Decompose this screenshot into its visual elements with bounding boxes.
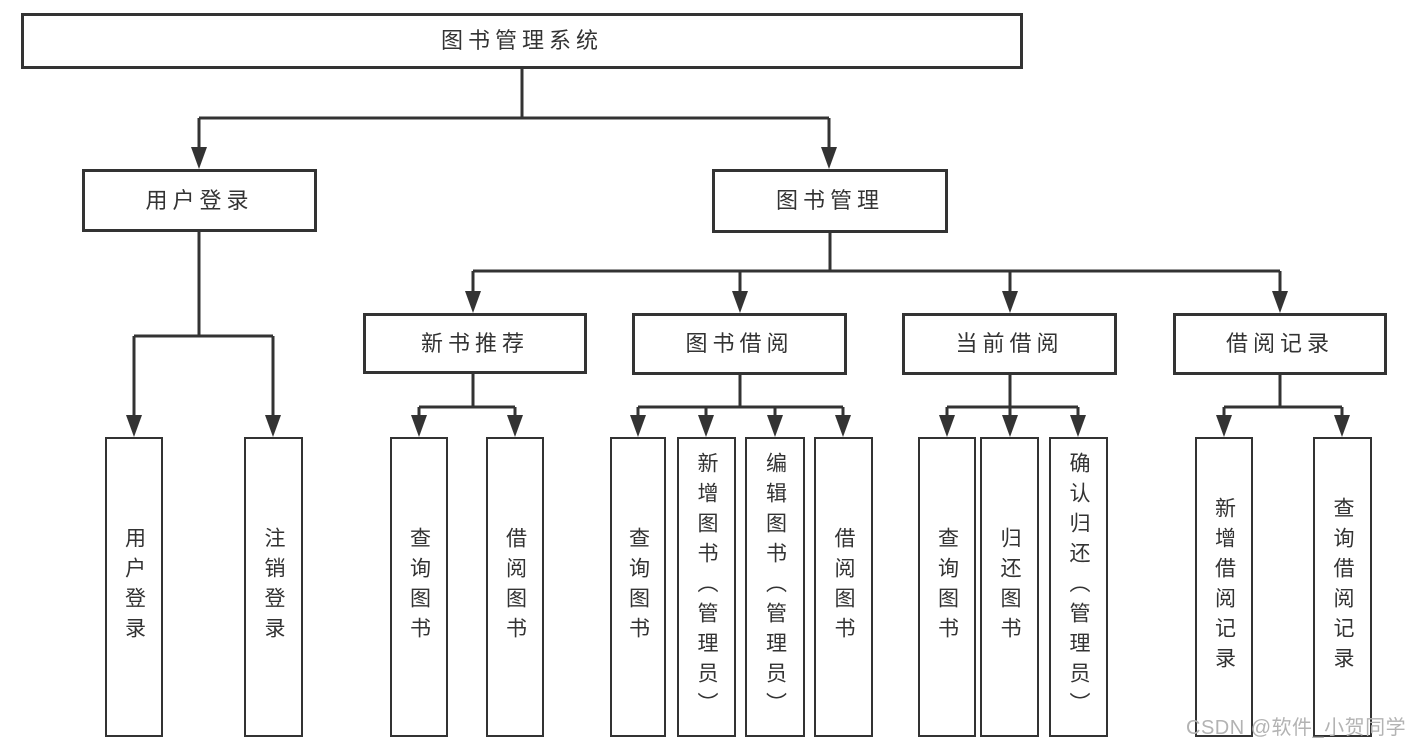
leaf-query-books-recommend-label: 查询图书 [407,527,431,647]
leaf-query-borrow-record: 查询借阅记录 [1313,437,1372,737]
leaf-return-books: 归还图书 [980,437,1039,737]
node-book-borrow: 图书借阅 [632,313,847,375]
leaf-confirm-return-admin-label: 确认归还（管理员） [1067,452,1090,722]
leaf-confirm-return-admin: 确认归还（管理员） [1049,437,1108,737]
leaf-borrow-books-recommend-label: 借阅图书 [503,527,527,647]
node-book-borrow-label: 图书借阅 [685,331,794,356]
connector-book-management [465,233,1288,313]
node-new-book-recommend: 新书推荐 [363,313,587,374]
leaf-query-books-borrow: 查询图书 [610,437,666,737]
leaf-add-borrow-record: 新增借阅记录 [1195,437,1253,737]
node-current-borrow: 当前借阅 [902,313,1117,375]
leaf-add-books-admin-label: 新增图书（管理员） [695,452,718,722]
leaf-query-books-current: 查询图书 [918,437,976,737]
leaf-add-books-admin: 新增图书（管理员） [677,437,736,737]
leaf-query-borrow-record-label: 查询借阅记录 [1331,497,1354,677]
node-borrow-records-label: 借阅记录 [1225,331,1334,356]
node-borrow-records: 借阅记录 [1173,313,1387,375]
leaf-return-books-label: 归还图书 [998,527,1021,647]
leaf-logout-label: 注销登录 [262,527,285,647]
leaf-user-login-label: 用户登录 [122,527,146,647]
leaf-borrow-books: 借阅图书 [814,437,873,737]
leaf-edit-books-admin-label: 编辑图书（管理员） [763,452,787,722]
node-root: 图书管理系统 [21,13,1023,69]
leaf-edit-books-admin: 编辑图书（管理员） [745,437,805,737]
connector-borrow-records [1216,375,1350,437]
node-user-login-label: 用户登录 [145,187,254,213]
node-book-management: 图书管理 [712,169,948,233]
leaf-borrow-books-label: 借阅图书 [832,527,855,647]
connector-book-borrow [630,375,851,437]
leaf-query-books-recommend: 查询图书 [390,437,448,737]
connector-current-borrow [939,375,1086,437]
leaf-query-books-borrow-label: 查询图书 [626,527,650,647]
node-book-management-label: 图书管理 [775,188,884,213]
connector-user-login [126,232,281,437]
leaf-logout: 注销登录 [244,437,303,737]
leaf-user-login: 用户登录 [105,437,163,737]
leaf-query-books-current-label: 查询图书 [935,527,959,647]
connector-root [191,69,837,169]
connector-new-book-recommend [411,374,523,437]
csdn-watermark: CSDN @软件_小贺同学 [1186,717,1405,739]
node-root-label: 图书管理系统 [440,28,603,53]
node-user-login: 用户登录 [82,169,317,232]
node-new-book-recommend-label: 新书推荐 [420,330,529,356]
leaf-borrow-books-recommend: 借阅图书 [486,437,544,737]
leaf-add-borrow-record-label: 新增借阅记录 [1212,497,1236,677]
node-current-borrow-label: 当前借阅 [955,331,1064,356]
